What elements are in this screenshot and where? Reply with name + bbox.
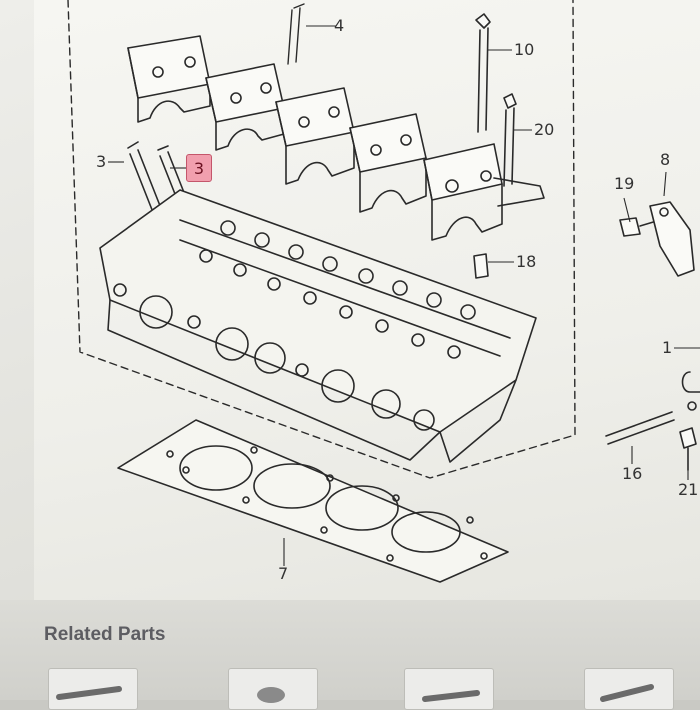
bolt-icon [422,690,480,702]
callout-3-left[interactable]: 3 [96,152,107,171]
callout-3-highlighted[interactable]: 3 [186,154,212,182]
cam-holder-4 [349,113,427,213]
callout-7[interactable]: 7 [278,564,289,583]
callout-16[interactable]: 16 [622,464,643,483]
callout-4[interactable]: 4 [334,16,345,35]
callout-8[interactable]: 8 [660,150,671,169]
callout-19[interactable]: 19 [614,174,635,193]
stud-icon [600,684,654,702]
callout-18[interactable]: 18 [516,252,537,271]
related-parts-heading: Related Parts [44,624,166,645]
related-part-thumbnail[interactable] [584,668,674,710]
callout-20[interactable]: 20 [534,120,555,139]
callout-10[interactable]: 10 [514,40,535,59]
cam-holder-5 [423,143,545,241]
cam-holder-1 [127,35,211,123]
parts-diagram [67,0,700,583]
related-part-thumbnail[interactable] [404,668,494,710]
cam-holder-2 [205,63,285,151]
related-part-thumbnail[interactable] [228,668,318,710]
stud-bolt-icon [56,686,122,700]
related-part-thumbnail[interactable] [48,668,138,710]
nut-icon [257,687,285,703]
cam-holder-3 [275,87,355,185]
callout-1[interactable]: 1 [662,338,673,357]
callout-21[interactable]: 21 [678,480,699,499]
